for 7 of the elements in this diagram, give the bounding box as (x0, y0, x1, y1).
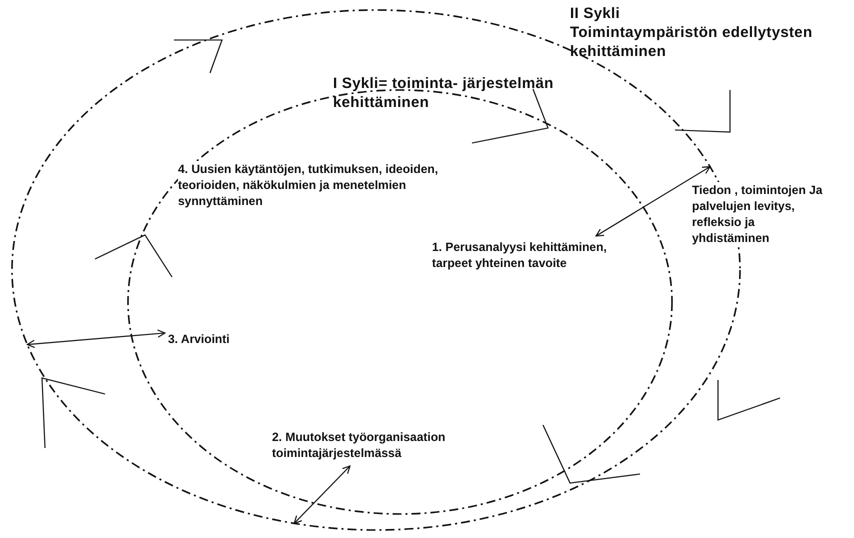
cycle-heading: Toimintaympäristön edellytysten kehittäminen (570, 23, 814, 61)
stage-text: 4. Uusien käytäntöjen, tutkimuksen, ideoiden, teorioiden, näkökulmien ja menetelmien synnyttäminen (178, 161, 440, 209)
arrow (294, 465, 351, 524)
arrow (26, 329, 166, 348)
arrow (595, 166, 711, 237)
cycle-heading: II Sykli (570, 4, 621, 23)
cycle-heading: I Sykli= toiminta- järjestelmän kehittäminen (333, 74, 555, 112)
